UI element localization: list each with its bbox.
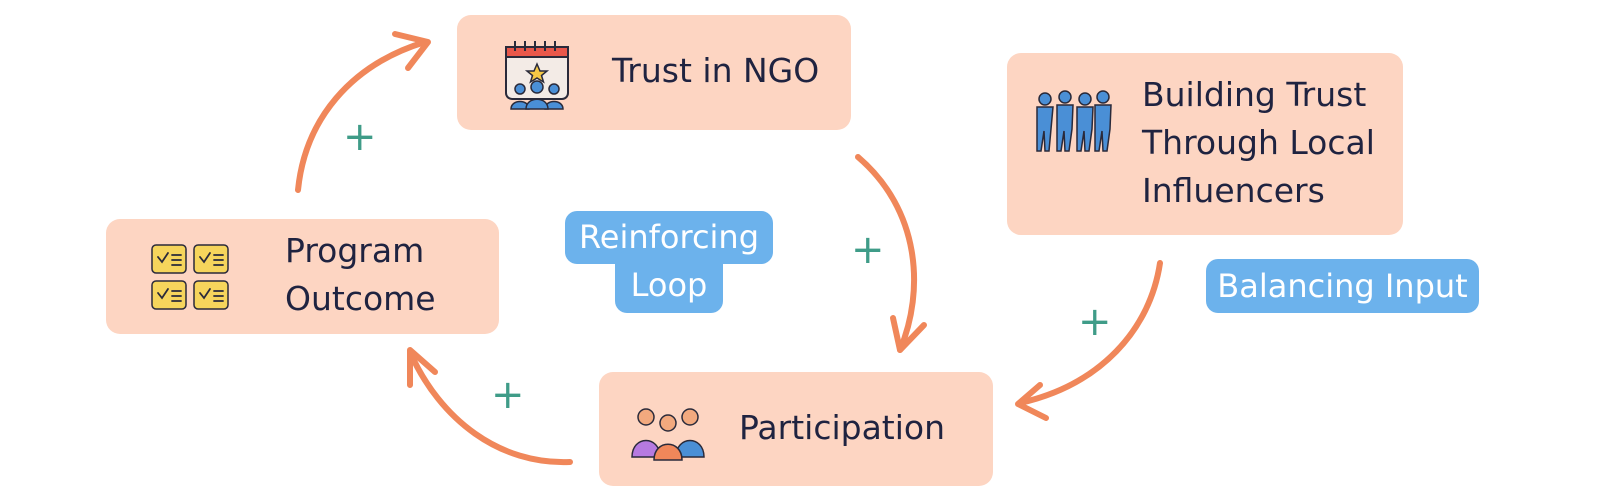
tag-balancing-input: Balancing Input bbox=[1206, 259, 1479, 313]
checklist-grid-icon bbox=[151, 244, 229, 310]
arrowhead-influencers-to-participation bbox=[1015, 382, 1049, 421]
node-label-participation: Participation bbox=[739, 408, 946, 447]
node-trust-in-ngo[interactable]: Trust in NGO bbox=[457, 15, 851, 130]
tag-reinforcing-loop-shape bbox=[565, 211, 773, 313]
node-program-outcome[interactable]: Program Outcome bbox=[106, 219, 499, 334]
arrow-participation-to-outcome bbox=[407, 349, 573, 466]
polarity-plus-participation-to-outcome: + bbox=[491, 372, 525, 418]
arrow-influencers-to-participation bbox=[1017, 260, 1163, 406]
tag-reinforcing-loop: Reinforcing Loop bbox=[565, 211, 773, 313]
polarity-plus-trust-to-participation: + bbox=[851, 227, 885, 273]
arrowhead-outcome-to-trust bbox=[392, 31, 431, 71]
node-label-trust-in-ngo: Trust in NGO bbox=[612, 51, 820, 90]
arrow-outcome-to-trust bbox=[295, 39, 428, 193]
tag-reinforcing-loop-label: Reinforcing Loop bbox=[578, 218, 760, 304]
node-label-local-influencers: Building Trust Through Local Influencers bbox=[1142, 75, 1375, 210]
node-local-influencers[interactable]: Building Trust Through Local Influencers bbox=[1007, 53, 1403, 235]
polarity-plus-influencers-to-participation: + bbox=[1078, 299, 1112, 345]
calendar-community-icon bbox=[505, 41, 569, 110]
node-participation[interactable]: Participation bbox=[599, 372, 993, 486]
standing-people-icon bbox=[1036, 90, 1112, 152]
node-label-program-outcome: Program Outcome bbox=[285, 231, 436, 318]
arrowhead-trust-to-participation bbox=[890, 315, 927, 353]
group-people-icon bbox=[631, 408, 705, 461]
arrow-trust-to-participation bbox=[855, 154, 918, 353]
arrowhead-participation-to-outcome bbox=[407, 347, 438, 388]
polarity-plus-outcome-to-trust: + bbox=[343, 114, 377, 160]
